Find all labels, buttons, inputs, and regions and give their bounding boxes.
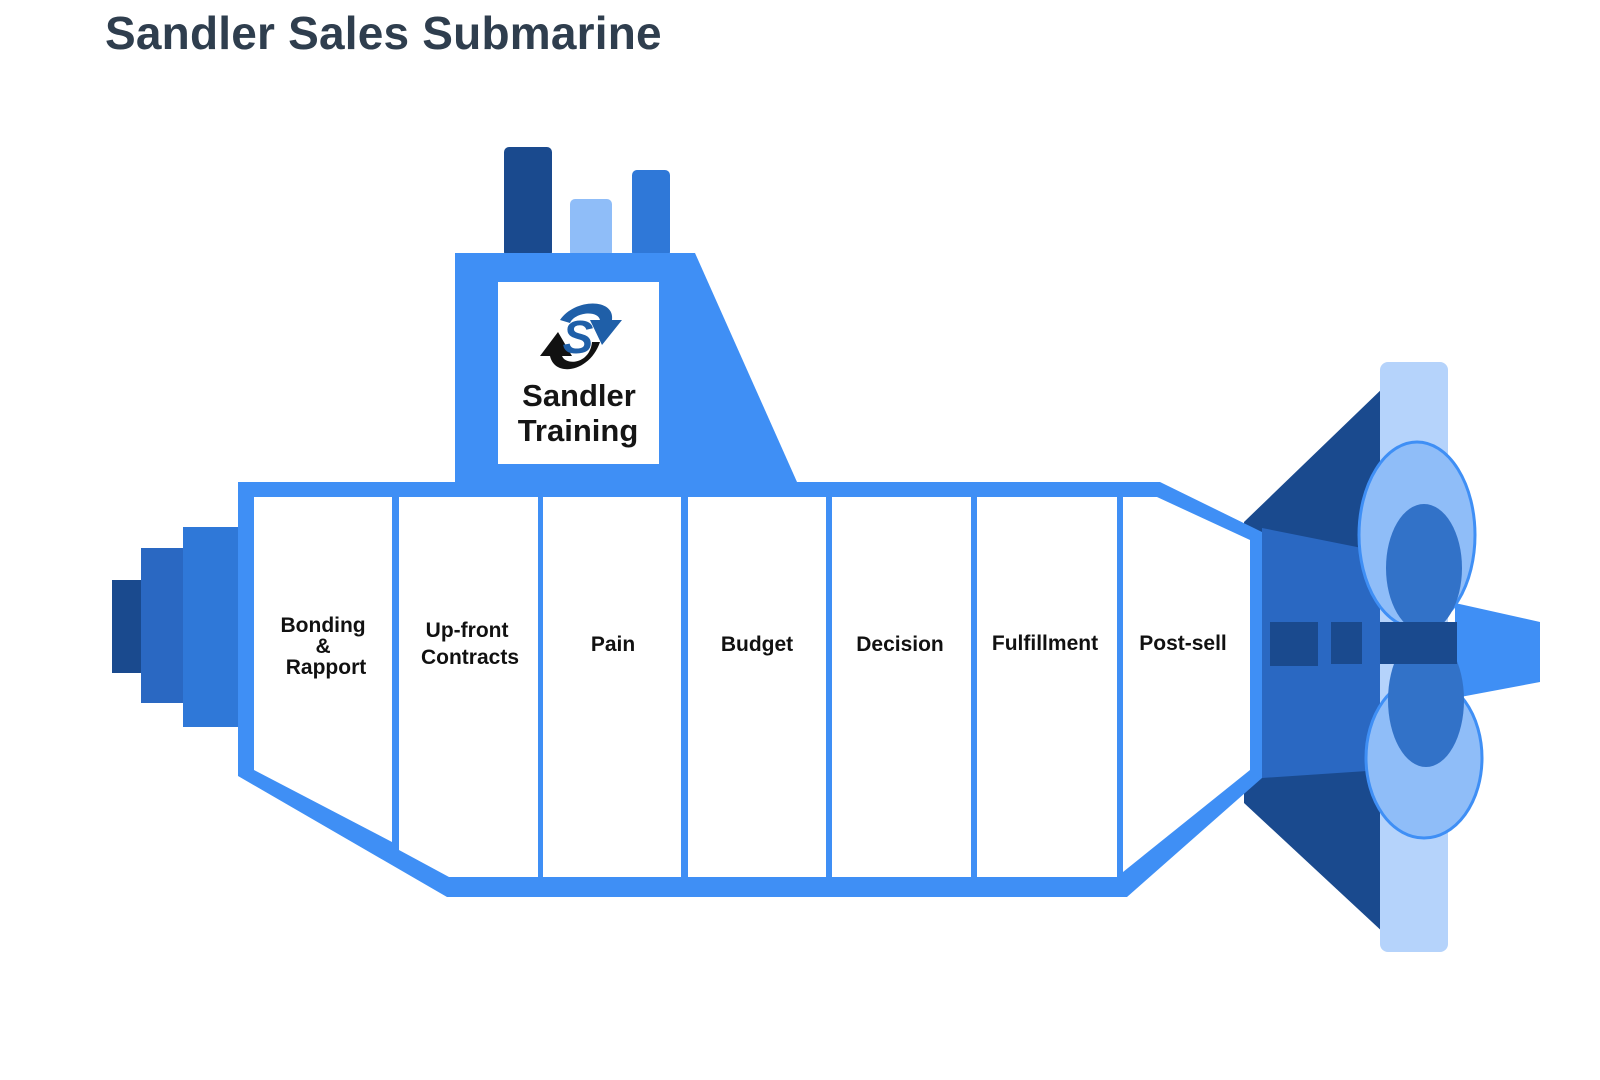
propeller-blade-top-inner	[1386, 504, 1462, 632]
propeller-shaft	[1262, 528, 1382, 778]
compartment-postsell	[1123, 497, 1250, 872]
stage-label-fulfillment: Fulfillment	[992, 632, 1098, 655]
page-title: Sandler Sales Submarine	[105, 7, 662, 59]
logo-line-1: Sandler	[522, 378, 636, 413]
stage-label-bonding: Bonding & Rapport	[281, 614, 372, 679]
propeller	[1357, 362, 1540, 952]
stage-label-budget: Budget	[721, 633, 793, 656]
stage-labels: Bonding & Rapport Up-front Contracts Pai…	[281, 614, 1227, 679]
periscope-pipes	[504, 147, 670, 257]
compartment-fulfillment	[977, 497, 1117, 877]
svg-text:S: S	[563, 311, 594, 363]
pipe-tall	[504, 147, 552, 257]
stage-label-pain: Pain	[591, 633, 635, 656]
compartments	[254, 497, 1250, 877]
propeller-tail-fin	[1455, 603, 1540, 698]
stage-label-postsell: Post-sell	[1139, 632, 1227, 655]
compartment-budget	[688, 497, 826, 877]
compartment-bonding	[254, 497, 392, 842]
compartment-pain	[543, 497, 681, 877]
compartment-upfront	[399, 497, 538, 877]
pipe-short	[570, 199, 612, 257]
propeller-blade-bottom-inner	[1388, 633, 1464, 767]
pipe-medium	[632, 170, 670, 257]
shaft-blocks	[1270, 622, 1362, 666]
sandler-s-icon: S	[540, 303, 622, 370]
stage-label-upfront: Up-front Contracts	[421, 619, 519, 669]
propeller-hub	[1380, 622, 1457, 664]
compartment-decision	[832, 497, 971, 877]
logo-line-2: Training	[518, 413, 639, 448]
bow-steps	[112, 527, 241, 727]
stage-label-decision: Decision	[856, 633, 944, 656]
sandler-training-logo: S Sandler Training	[498, 282, 659, 464]
